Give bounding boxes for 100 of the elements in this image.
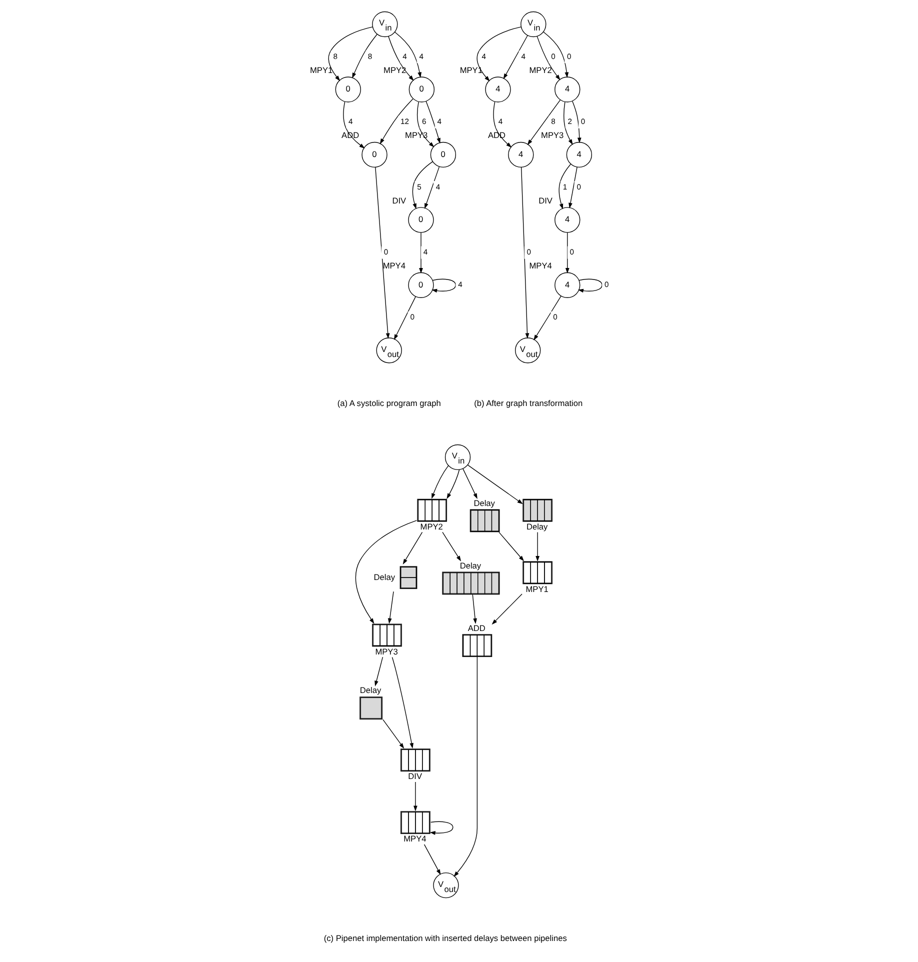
node-label: DIV [538,194,552,205]
arrow [382,718,404,748]
arrow [526,99,560,145]
node-circle: 0 [408,76,434,102]
arrow [431,464,448,498]
edge-label: 5 [416,182,421,191]
arrow [394,31,421,78]
node-circle: 0 [408,206,434,232]
edge-label: 0 [566,51,571,60]
edge-label: 4 [418,51,424,60]
label: (a) A systolic program graph [336,397,440,408]
node-label: MPY3 [540,130,564,140]
node-label: MPY2 [383,64,406,74]
node-label: MPY4 [403,833,426,844]
arrow [446,468,460,498]
edge-label: 8 [367,51,372,60]
arrow [423,844,440,874]
arrow [520,166,529,338]
label: (b) After graph transformation [474,397,582,408]
edge-label: 4 [458,280,462,289]
edge-label: 0 [576,182,581,191]
arrow [462,468,477,498]
arrow [472,594,476,624]
edge-label: 4 [422,246,428,256]
node-label: Delay [373,571,395,582]
arrow [572,100,581,143]
node-label: MPY4 [382,260,405,270]
node-circle: 0 [430,141,456,168]
arrow [416,101,434,147]
edge-label: 0 [550,51,555,60]
node-circle: 4 [554,206,580,232]
arrow [558,163,571,209]
arrow [354,520,416,624]
edge-label: 4 [436,116,442,126]
edge-label: 1 [562,182,567,191]
arrow [476,26,521,81]
node-label: DIV [392,194,406,205]
edge-label: 6 [422,116,426,126]
arrow [535,531,539,562]
arrow [453,656,478,876]
arrow [352,33,378,78]
edge-label: 12 [400,116,409,126]
edge-label: 0 [410,312,414,322]
edge-label: 0 [580,116,585,126]
arrow [425,100,440,144]
edge-label: 0 [383,246,388,256]
edge-label: 0 [604,280,608,289]
edge-label: 0 [526,246,531,256]
node-circle: 0 [408,272,434,298]
arrow [424,166,440,208]
edge-label: 4 [402,51,406,60]
arrow [564,232,569,274]
arrow [374,656,383,686]
arrow [442,531,461,561]
node-label: MPY1 [525,583,548,594]
node-label: ADD [467,622,485,632]
edge-label: 4 [348,116,352,126]
arrow [542,31,568,78]
edge-label: 8 [550,116,555,126]
edge-label: 0 [552,312,557,322]
edge-label: 4 [481,51,486,60]
arrow [328,26,372,81]
arrow [412,160,433,209]
arrow [429,820,453,834]
node-circle: 4 [566,141,592,168]
node-label: MPY4 [528,260,552,270]
edge-label: 8 [332,51,337,60]
node-label: Delay [526,520,548,531]
arrow [536,35,560,80]
node-circle: 4 [554,76,580,102]
node-label: DIV [408,770,422,781]
arrow [431,278,456,292]
edge-label: 0 [569,246,574,256]
arrow [413,781,417,811]
node-label: MPY2 [420,520,442,531]
arrow [467,464,522,504]
node-label: Delay [459,560,481,570]
edge-label: 2 [567,116,572,126]
arrow [387,590,394,624]
node-label: MPY1 [309,64,332,74]
node-label: Delay [359,684,381,695]
arrow [418,232,422,274]
node-circle: 0 [361,141,387,168]
arrow [491,593,522,624]
node-label: Delay [473,497,494,508]
arrow [388,36,414,80]
arrow [391,656,413,748]
label: (c) Pipenet implementation with inserted delays between pipelines [323,932,566,942]
arrow [568,166,577,208]
arrow [563,101,572,144]
arrow [498,531,524,561]
arrow [533,295,561,340]
node-circle: 4 [508,141,534,168]
arrow [402,531,422,564]
arrow [577,278,602,292]
node-label: MPY3 [374,646,398,656]
node-label: MPY2 [528,64,552,74]
edge-label: 4 [435,182,440,191]
edge-label: 4 [520,51,525,60]
node-circle: 4 [554,272,580,298]
